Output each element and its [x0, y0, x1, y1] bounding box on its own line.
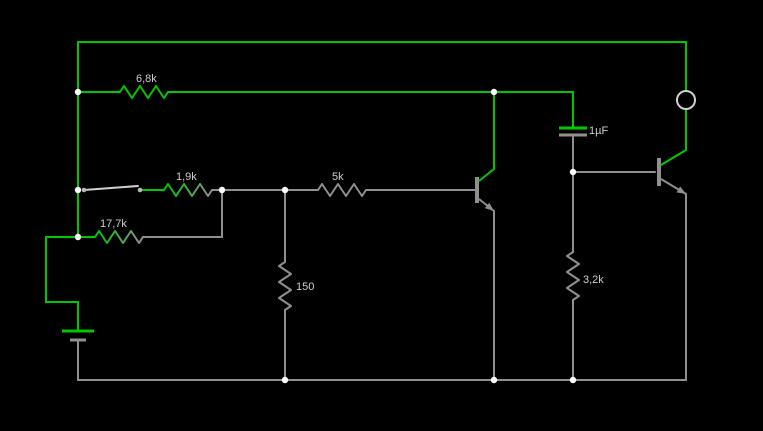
wire[interactable]: [45, 236, 79, 332]
junction-dot: [74, 233, 82, 241]
switch-sw1[interactable]: [81, 185, 143, 193]
resistor-r4[interactable]: 5k: [317, 171, 367, 197]
voltage-source-v1[interactable]: [62, 329, 94, 342]
switch-post: [81, 187, 87, 193]
junction-dot: [218, 186, 226, 194]
resistor-body[interactable]: [119, 85, 169, 99]
junction-dot: [74, 186, 82, 194]
wires-positive: [45, 41, 687, 332]
resistor-r1-label: 6,8k: [136, 73, 157, 85]
meter-m1[interactable]: [676, 90, 696, 110]
transistor-q1[interactable]: [475, 168, 495, 212]
junction-dot: [281, 186, 289, 194]
transistor-q2[interactable]: [657, 149, 687, 195]
resistor-body[interactable]: [317, 183, 367, 197]
resistor-r6-label: 3,2k: [583, 274, 604, 286]
capacitor-c1[interactable]: 1µF: [559, 125, 608, 137]
capacitor-c1-label: 1µF: [589, 125, 608, 137]
switch-post: [137, 187, 143, 193]
junction-dot: [74, 88, 82, 96]
junction-dot: [281, 376, 289, 384]
junctions: [74, 88, 577, 384]
resistor-r1[interactable]: 6,8k: [119, 73, 169, 99]
resistor-r5-label: 150: [296, 281, 314, 293]
transistor-collector-arm[interactable]: [660, 149, 687, 166]
resistor-r3[interactable]: 17,7k: [94, 218, 144, 244]
switch-lever[interactable]: [83, 185, 139, 191]
junction-dot: [490, 376, 498, 384]
junction-dot: [490, 88, 498, 96]
meter-circle-icon[interactable]: [676, 90, 696, 110]
resistor-body[interactable]: [278, 261, 292, 311]
wire[interactable]: [142, 189, 223, 238]
emitter-arrow-icon: [484, 202, 494, 211]
emitter-arrow-icon: [676, 186, 686, 194]
resistor-r3-label: 17,7k: [100, 218, 127, 230]
resistor-r6[interactable]: 3,2k: [566, 251, 604, 301]
wire[interactable]: [493, 91, 574, 128]
resistor-body[interactable]: [94, 230, 144, 244]
transistor-collector-arm[interactable]: [478, 168, 495, 182]
resistor-r4-label: 5k: [332, 171, 344, 183]
junction-dot: [569, 376, 577, 384]
resistor-r5[interactable]: 150: [278, 261, 314, 311]
wires-neutral: [77, 134, 687, 381]
resistor-body[interactable]: [163, 183, 213, 197]
resistor-body[interactable]: [566, 251, 580, 301]
junction-dot: [569, 168, 577, 176]
resistor-r2-label: 1,9k: [176, 171, 197, 183]
resistor-r2[interactable]: 1,9k: [163, 171, 213, 197]
